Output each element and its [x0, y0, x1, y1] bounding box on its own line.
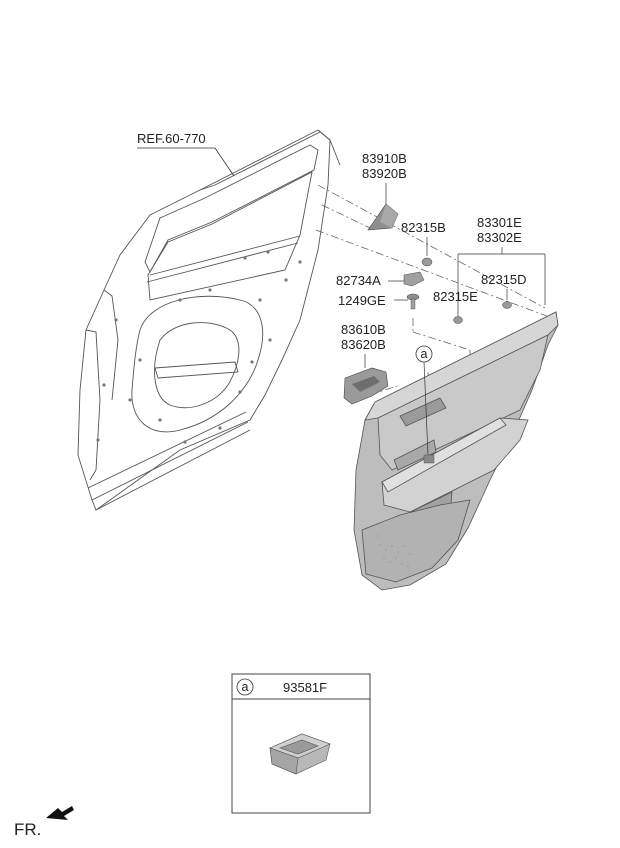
arrow-left-down-icon — [46, 806, 74, 820]
frame-holes — [96, 250, 302, 444]
ref-leader — [214, 147, 235, 177]
part-number-83910B: 83910B — [362, 151, 407, 166]
part-number-83620B: 83620B — [341, 337, 386, 352]
part-number-83301E: 83301E — [477, 215, 522, 230]
part-number-83610B: 83610B — [341, 322, 386, 337]
triangle-trim-part — [367, 203, 399, 231]
part-number-83302E: 83302E — [477, 230, 522, 245]
detail-box-part-number: 93581F — [283, 680, 327, 695]
part-number-82734A: 82734A — [336, 273, 381, 288]
clip-82315E-part — [453, 316, 463, 324]
detail-box-marker: a — [242, 680, 249, 694]
part-number-82315E: 82315E — [433, 289, 478, 304]
speaker-grille — [377, 535, 411, 567]
bracket-82734A-part — [403, 271, 425, 287]
switch-target — [423, 454, 435, 464]
clip-82315D-part — [502, 301, 512, 309]
screw-1249GE-part — [406, 293, 420, 310]
inner-handle-part — [343, 367, 389, 405]
door-trim-panel — [353, 311, 559, 591]
callout-leader — [423, 361, 429, 456]
part-number-1249GE: 1249GE — [338, 293, 386, 308]
part-number-82315D: 82315D — [481, 272, 527, 287]
callout-marker-text: a — [421, 347, 428, 361]
ref-label: REF.60-770 — [137, 131, 206, 146]
panel-assy-bracket — [457, 247, 546, 320]
clip-82315B-part — [421, 257, 433, 267]
part-number-82315B: 82315B — [401, 220, 446, 235]
front-direction-label: FR. — [14, 820, 41, 839]
detail-part-93581F — [269, 733, 331, 775]
part-number-83920B: 83920B — [362, 166, 407, 181]
